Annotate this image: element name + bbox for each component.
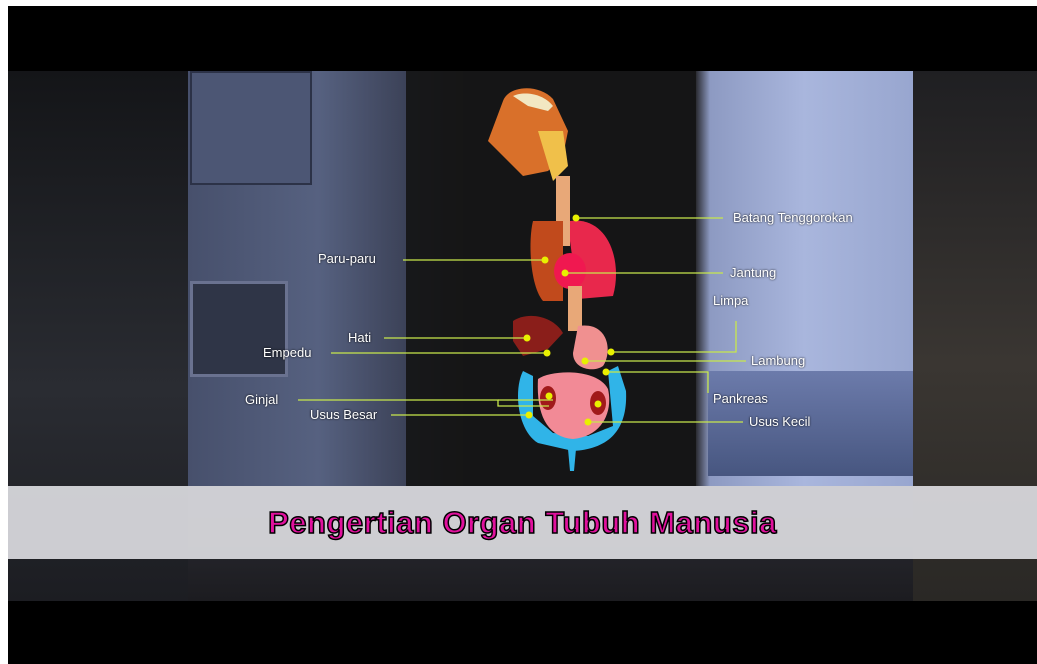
label-batang-tenggorokan: Batang Tenggorokan — [733, 210, 853, 225]
title-banner: Pengertian Organ Tubuh Manusia — [8, 486, 1037, 559]
liver — [513, 316, 563, 356]
label-usus-kecil: Usus Kecil — [749, 414, 810, 429]
esophagus — [568, 286, 582, 331]
label-lambung: Lambung — [751, 353, 805, 368]
label-empedu: Empedu — [263, 345, 311, 360]
label-jantung: Jantung — [730, 265, 776, 280]
stomach — [573, 325, 608, 369]
banner-title: Pengertian Organ Tubuh Manusia — [8, 486, 1037, 559]
label-ginjal: Ginjal — [245, 392, 278, 407]
label-limpa: Limpa — [713, 293, 748, 308]
label-hati: Hati — [348, 330, 371, 345]
label-pankreas: Pankreas — [713, 391, 768, 406]
heart — [554, 253, 586, 289]
head-illustration — [488, 88, 568, 181]
label-usus-besar: Usus Besar — [310, 407, 377, 422]
video-frame: Batang Tenggorokan Paru-paru Jantung Lim… — [8, 6, 1037, 664]
label-paru-paru: Paru-paru — [318, 251, 376, 266]
